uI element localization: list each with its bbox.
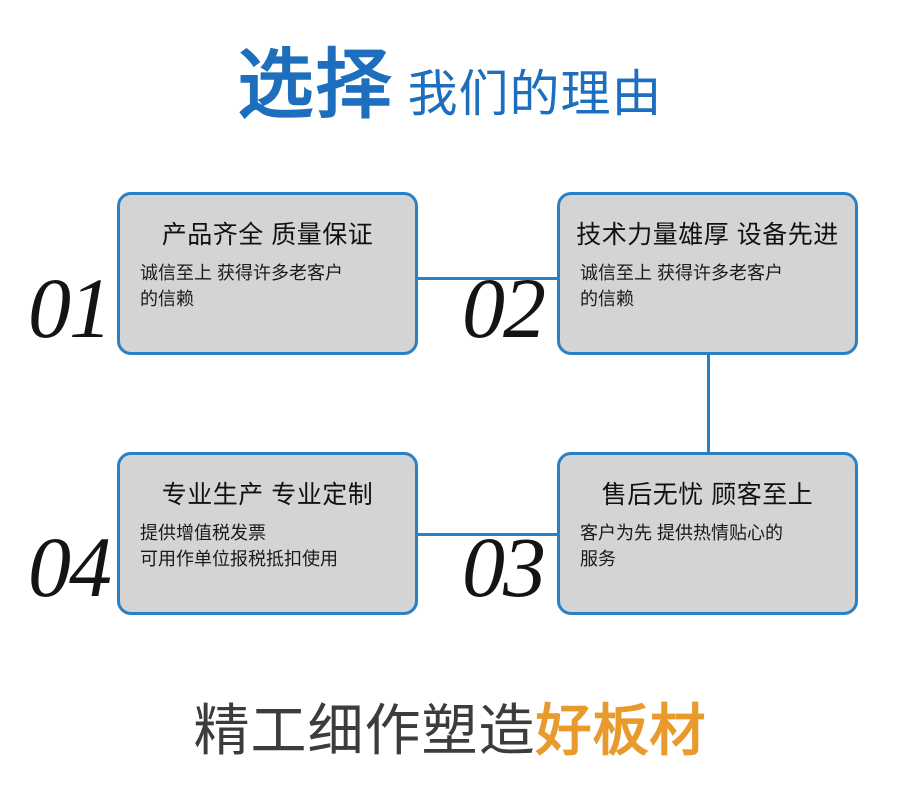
feature-card-03-body: 客户为先 提供热情贴心的 服务 [560, 521, 855, 572]
footer-tagline-accent: 好板材 [535, 699, 707, 762]
feature-card-02-body: 诚信至上 获得许多老客户 的信赖 [560, 261, 855, 312]
page-title: 选择我们的理由 [0, 48, 900, 124]
card-number-03: 03 [462, 519, 546, 615]
feature-card-01: 产品齐全 质量保证 诚信至上 获得许多老客户 的信赖 [117, 192, 418, 355]
feature-card-04-title: 专业生产 专业定制 [161, 481, 374, 509]
feature-card-04-body-line-1: 提供增值税发票 [140, 523, 266, 543]
connector-line-card4-card3 [418, 533, 560, 536]
feature-card-01-title: 产品齐全 质量保证 [161, 221, 374, 249]
page-title-sub: 我们的理由 [407, 66, 663, 122]
feature-card-01-body-line-2: 的信赖 [140, 288, 194, 309]
page-title-main: 选择 [237, 43, 394, 128]
connector-line-card1-card2 [418, 277, 560, 280]
feature-card-03-body-line-2: 服务 [580, 548, 616, 569]
card-number-01: 01 [28, 260, 112, 356]
card-number-04: 04 [28, 519, 112, 615]
feature-card-04: 专业生产 专业定制 提供增值税发票 可用作单位报税抵扣使用 [117, 452, 418, 615]
feature-card-02-title: 技术力量雄厚 设备先进 [576, 221, 839, 249]
feature-card-03-body-line-1: 客户为先 提供热情贴心的 [580, 523, 783, 543]
feature-card-01-body: 诚信至上 获得许多老客户 的信赖 [120, 261, 415, 312]
feature-card-01-body-line-1: 诚信至上 获得许多老客户 [140, 263, 343, 283]
feature-card-03-title: 售后无忧 顾客至上 [601, 481, 814, 509]
footer-tagline-plain: 精工细作塑造 [193, 699, 536, 762]
feature-card-02-body-line-2: 的信赖 [580, 288, 634, 309]
feature-card-03: 售后无忧 顾客至上 客户为先 提供热情贴心的 服务 [557, 452, 858, 615]
footer-tagline: 精工细作塑造好板材 [0, 703, 900, 759]
connector-line-card2-card3 [707, 355, 710, 454]
feature-card-04-body-line-2: 可用作单位报税抵扣使用 [140, 548, 338, 569]
feature-card-02-body-line-1: 诚信至上 获得许多老客户 [580, 263, 783, 283]
feature-card-04-body: 提供增值税发票 可用作单位报税抵扣使用 [120, 521, 415, 572]
card-number-02: 02 [462, 260, 546, 356]
feature-card-02: 技术力量雄厚 设备先进 诚信至上 获得许多老客户 的信赖 [557, 192, 858, 355]
